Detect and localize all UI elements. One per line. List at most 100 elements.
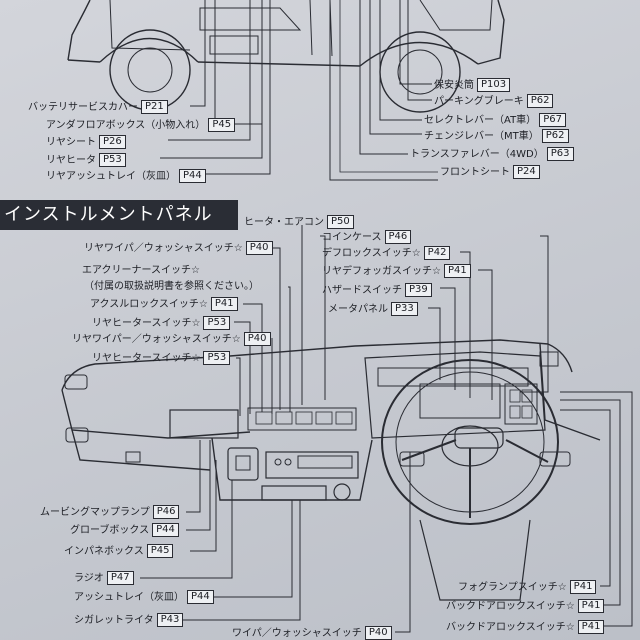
label-meter-panel: メータパネル P33 bbox=[328, 302, 418, 316]
page-ref: P42 bbox=[423, 246, 451, 260]
label-text: フロントシート bbox=[440, 166, 510, 178]
label-text: バックドアロックスイッチ☆ bbox=[446, 600, 575, 612]
top-leader-lines bbox=[160, 0, 438, 181]
page-ref: P26 bbox=[99, 135, 126, 149]
label-text: ムービングマップランプ bbox=[40, 506, 150, 518]
page-ref: P62 bbox=[541, 129, 569, 143]
label-text: シガレットライタ bbox=[74, 614, 154, 626]
label-air-cleaner-switch: エアクリーナースイッチ☆ bbox=[82, 264, 200, 277]
label-underfloor-box: アンダフロアボックス（小物入れ） P45 bbox=[46, 118, 236, 132]
label-text: ラジオ bbox=[74, 572, 104, 584]
page-ref: P40 bbox=[243, 332, 271, 346]
label-front-seat: フロントシート P24 bbox=[440, 165, 540, 179]
label-instrument-box: インパネボックス P45 bbox=[64, 544, 174, 558]
label-heater-aircon: ヒータ・エアコン P50 bbox=[244, 215, 354, 229]
label-text: リヤヒータースイッチ☆ bbox=[92, 317, 201, 329]
label-cigarette-lighter: シガレットライタ P43 bbox=[74, 613, 184, 627]
label-transfer-lever: トランスファレバー（4WD） P63 bbox=[410, 147, 574, 161]
page-ref: P41 bbox=[569, 580, 597, 594]
page-ref: P67 bbox=[539, 113, 566, 127]
label-rear-heater: リヤヒータ P53 bbox=[46, 153, 126, 167]
label-text: リヤヒータ bbox=[46, 154, 96, 166]
page-ref: P62 bbox=[526, 94, 554, 108]
label-rear-heater-switch-1: リヤヒータースイッチ☆ P53 bbox=[92, 316, 231, 330]
label-text: インパネボックス bbox=[64, 545, 144, 557]
label-text: リヤヒータースイッチ☆ bbox=[92, 352, 201, 364]
label-text: トランスファレバー（4WD） bbox=[410, 148, 544, 160]
label-flare: 保安炎筒 P103 bbox=[434, 78, 511, 92]
page-ref: P44 bbox=[187, 590, 214, 604]
label-text: メータパネル bbox=[328, 303, 388, 315]
page-ref: P41 bbox=[210, 297, 238, 311]
label-rear-defogger-switch: リヤデフォッガスイッチ☆ P41 bbox=[322, 264, 471, 278]
page-ref: P63 bbox=[546, 147, 574, 161]
label-text: リヤワイパー／ウォッシャスイッチ☆ bbox=[72, 333, 241, 345]
page-ref: P40 bbox=[364, 626, 392, 640]
label-select-lever: セレクトレバー（AT車） P67 bbox=[424, 113, 566, 127]
label-battery-service-cover: バッテリサービスカバー P21 bbox=[28, 100, 168, 114]
label-diff-lock-switch: デフロックスイッチ☆ P42 bbox=[322, 246, 451, 260]
label-text: リヤデフォッガスイッチ☆ bbox=[322, 265, 441, 277]
label-text: アクスルロックスイッチ☆ bbox=[90, 298, 208, 310]
label-text: バックドアロックスイッチ☆ bbox=[446, 621, 575, 633]
label-wiper-washer-switch: ワイパ／ウォッシャスイッチ P40 bbox=[232, 626, 392, 640]
panel-leader-lines bbox=[140, 225, 633, 633]
label-refer-manual-note: （付属の取扱説明書を参照ください。） bbox=[84, 280, 259, 293]
page-ref: P33 bbox=[391, 302, 418, 316]
label-change-lever: チェンジレバー（MT車） P62 bbox=[424, 129, 569, 143]
vehicle-illustration bbox=[67, 0, 505, 113]
page-ref: P40 bbox=[245, 241, 273, 255]
label-text: エアクリーナースイッチ☆ bbox=[82, 265, 200, 276]
page-ref: P41 bbox=[443, 264, 471, 278]
label-text: バッテリサービスカバー bbox=[28, 101, 138, 113]
page-ref: P41 bbox=[577, 599, 605, 613]
label-parking-brake: パーキングブレーキ P62 bbox=[434, 94, 554, 108]
page-ref: P47 bbox=[106, 571, 134, 585]
label-rear-ashtray: リヤアッシュトレイ（灰皿） P44 bbox=[46, 169, 206, 183]
label-ashtray: アッシュトレイ（灰皿） P44 bbox=[74, 590, 214, 604]
label-text: アッシュトレイ（灰皿） bbox=[74, 591, 184, 603]
label-text: （付属の取扱説明書を参照ください。） bbox=[84, 281, 259, 292]
page-ref: P53 bbox=[203, 351, 231, 365]
section-title: インストルメントパネル bbox=[0, 200, 238, 230]
dashboard-illustration bbox=[61, 339, 601, 601]
page-ref: P53 bbox=[203, 316, 231, 330]
label-text: ヒータ・エアコン bbox=[244, 216, 324, 228]
label-text: アンダフロアボックス（小物入れ） bbox=[46, 119, 206, 131]
label-text: ワイパ／ウォッシャスイッチ bbox=[232, 627, 362, 639]
label-text: リヤアッシュトレイ（灰皿） bbox=[46, 170, 176, 182]
page-ref: P50 bbox=[327, 215, 354, 229]
label-text: グローブボックス bbox=[70, 524, 150, 536]
label-back-door-lock-switch-2: バックドアロックスイッチ☆ P41 bbox=[446, 620, 605, 634]
label-text: セレクトレバー（AT車） bbox=[424, 114, 537, 126]
label-fog-lamp-switch: フォグランプスイッチ☆ P41 bbox=[458, 580, 597, 594]
label-axle-lock-switch: アクスルロックスイッチ☆ P41 bbox=[90, 297, 238, 311]
label-text: ハザードスイッチ bbox=[322, 284, 402, 296]
label-text: リヤシート bbox=[46, 136, 96, 148]
label-text: フォグランプスイッチ☆ bbox=[458, 581, 567, 593]
page-ref: P46 bbox=[152, 505, 180, 519]
page-ref: P103 bbox=[477, 78, 511, 92]
label-text: 保安炎筒 bbox=[434, 79, 474, 91]
page-ref: P24 bbox=[513, 165, 540, 179]
page-ref: P45 bbox=[208, 118, 236, 132]
label-glove-box: グローブボックス P44 bbox=[70, 523, 179, 537]
label-hazard-switch: ハザードスイッチ P39 bbox=[322, 283, 432, 297]
label-coin-case: コインケース P46 bbox=[322, 230, 412, 244]
label-radio: ラジオ P47 bbox=[74, 571, 134, 585]
label-rear-wiper-switch-1: リヤワイパ／ウォッシャスイッチ☆ P40 bbox=[84, 241, 273, 255]
label-text: パーキングブレーキ bbox=[434, 95, 524, 107]
label-rear-heater-switch-2: リヤヒータースイッチ☆ P53 bbox=[92, 351, 231, 365]
page-ref: P46 bbox=[384, 230, 412, 244]
label-rear-seat: リヤシート P26 bbox=[46, 135, 126, 149]
page-ref: P53 bbox=[99, 153, 126, 167]
page-ref: P41 bbox=[577, 620, 605, 634]
page-ref: P45 bbox=[146, 544, 174, 558]
page-ref: P43 bbox=[156, 613, 184, 627]
label-text: リヤワイパ／ウォッシャスイッチ☆ bbox=[84, 242, 243, 254]
label-back-door-lock-switch-1: バックドアロックスイッチ☆ P41 bbox=[446, 599, 605, 613]
label-text: チェンジレバー（MT車） bbox=[424, 130, 539, 142]
page-ref: P21 bbox=[141, 100, 168, 114]
